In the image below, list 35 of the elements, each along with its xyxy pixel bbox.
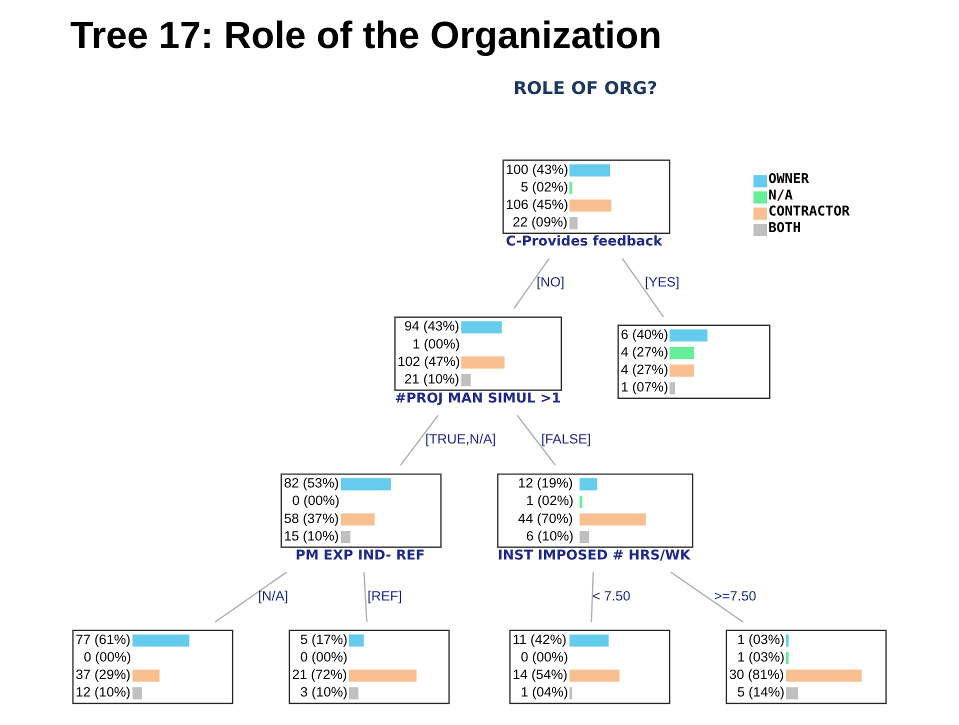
node-box: 11 (42%) 0 (00%) 14 (54%) 1 (04%)	[509, 630, 670, 704]
connector	[214, 572, 287, 623]
edge-label: [NO]	[536, 274, 564, 290]
node-label: C-Provides feedback	[506, 233, 662, 250]
legend-label: CONTRACTOR	[768, 204, 850, 220]
edge-label: < 7.50	[592, 588, 630, 604]
edge-label: >=7.50	[714, 588, 756, 604]
legend-label: BOTH	[768, 220, 801, 236]
label: ROLE OF ORG?	[513, 78, 658, 99]
node-label: PM EXP IND- REF	[296, 547, 425, 564]
edge-label: [YES]	[644, 274, 680, 290]
connector	[400, 415, 439, 466]
node-box: 77 (61%) 0 (00%) 37 (29%) 12 (10%)	[72, 630, 234, 704]
diagram-title: Tree 17: Role of the Organization	[70, 14, 662, 57]
edge-label: [REF]	[368, 588, 402, 604]
node-box: 100 (43%) 5 (02%) 106 (45%) 22 (09%)	[502, 160, 670, 234]
node-label: #PROJ MAN SIMUL >1	[394, 390, 561, 406]
node-box: 5 (17%) 0 (00%) 21 (72%) 3 (10%)	[288, 630, 450, 704]
connector	[590, 572, 594, 622]
edge-label: [FALSE]	[541, 432, 591, 447]
connector	[514, 258, 550, 309]
legend-label: OWNER	[768, 171, 810, 188]
node-box: 94 (43%) 1 (00%) 102 (47%) 21 (10%)	[394, 316, 562, 391]
node-box: 6 (40%) 4 (27%) 4 (27%) 1 (07%)	[618, 324, 770, 400]
connector	[516, 414, 556, 466]
edge-label: [N/A]	[258, 588, 288, 604]
legend-label: N/A	[768, 187, 793, 204]
edge-label: [TRUE,N/A]	[425, 432, 496, 447]
connector	[363, 572, 368, 622]
node-box: 82 (53%) 0 (00%) 58 (37%) 15 (10%)	[280, 473, 442, 548]
connector	[670, 572, 744, 623]
node-label: INST IMPOSED # HRS/WK	[498, 547, 690, 564]
node-box: 1 (03%) 1 (03%) 30 (81%) 5 (14%)	[726, 630, 887, 704]
connector	[622, 258, 664, 318]
node-box: 12 (19%) 1 (02%) 44 (70%) 6 (10%)	[497, 473, 694, 548]
